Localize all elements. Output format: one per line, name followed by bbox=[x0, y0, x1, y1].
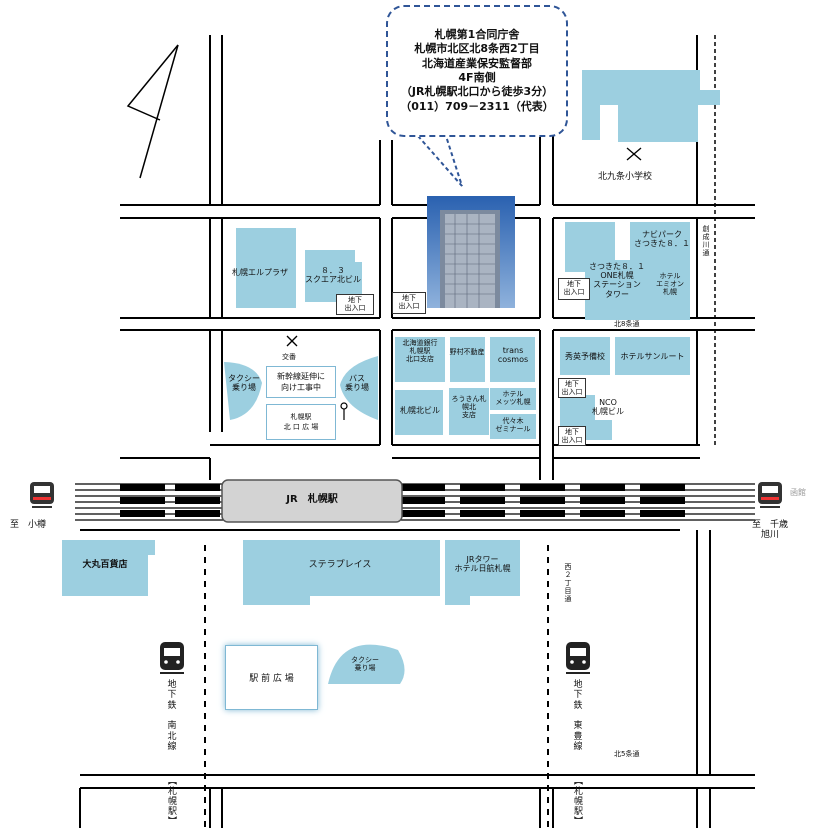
label-hotel-mets: ホテル メッツ札幌 bbox=[495, 390, 531, 407]
label-rokin: ろうきん札 幌北 支店 bbox=[451, 395, 487, 420]
label-daimaru: 大丸百貨店 bbox=[82, 560, 128, 570]
label-taxi-north: タクシー 乗り場 bbox=[228, 374, 260, 393]
jr-tracks bbox=[75, 483, 755, 521]
label-square: ８．３ スクエア北ビル bbox=[305, 266, 361, 285]
label-kitaguchi: 札幌駅 北 口 広 場 bbox=[266, 404, 336, 440]
label-kita-bldg: 札幌北ビル bbox=[400, 406, 440, 415]
police-box-icon bbox=[286, 335, 298, 347]
street-sosei: 創 成 川 通 bbox=[702, 225, 710, 258]
label-trans: trans cosmos bbox=[497, 346, 529, 365]
label-shuei: 秀英予備校 bbox=[565, 352, 605, 361]
label-stellar: ステラプレイス bbox=[308, 560, 372, 570]
callout-line-access: （JR札幌駅北口から徒歩3分） bbox=[400, 85, 554, 99]
underground-exit: 地下 出入口 bbox=[558, 278, 590, 300]
jr-sapporo-station bbox=[221, 479, 403, 523]
godo-chosha-building bbox=[427, 196, 515, 308]
label-ekimae: 駅 前 広 場 bbox=[225, 645, 318, 710]
underground-exit: 地下 出入口 bbox=[392, 292, 426, 314]
label-jr-tower: JRタワー ホテル日航札幌 bbox=[454, 555, 511, 574]
label-subway-station-right: 【札幌駅】 bbox=[572, 776, 582, 826]
street-kita8: 北8条通 bbox=[614, 320, 640, 328]
callout-line-building: 札幌第1合同庁舎 bbox=[434, 28, 520, 42]
underground-exit: 地下 出入口 bbox=[558, 426, 586, 446]
label-subway-station-left: 【札幌駅】 bbox=[166, 776, 176, 826]
label-elplaza: 札幌エルプラザ bbox=[232, 268, 288, 277]
road-network bbox=[79, 35, 755, 828]
underground-exit: 地下 出入口 bbox=[558, 378, 586, 398]
callout-line-floor: 4F南側 bbox=[458, 71, 496, 84]
direction-otaru: 至 小樽 bbox=[10, 520, 47, 530]
train-icon-right bbox=[758, 482, 782, 508]
buildings bbox=[62, 70, 720, 684]
direction-hakodate: 函館 bbox=[790, 488, 806, 497]
label-sunroute: ホテルサンルート bbox=[620, 352, 685, 361]
label-nco: NCO 札幌ビル bbox=[592, 398, 624, 417]
subway-train-icon-right bbox=[566, 642, 590, 674]
label-jr-station: JR 札幌駅 bbox=[286, 494, 338, 505]
callout-pointer bbox=[417, 135, 463, 187]
label-one-sapporo: さつきた８．１ ONE札幌 ステーション タワー bbox=[589, 262, 645, 299]
train-icon-left bbox=[30, 482, 54, 508]
label-shinkansen: 新幹線延伸に 向け工事中 bbox=[266, 366, 336, 398]
label-nomura: 野村不動産 bbox=[449, 348, 485, 356]
callout-line-office: 北海道産業保安監督部 bbox=[422, 56, 532, 70]
underground-exit: 地下 出入口 bbox=[336, 294, 374, 315]
label-koban: 交番 bbox=[282, 353, 296, 361]
label-school: 北九条小学校 bbox=[598, 172, 653, 182]
label-hotel-emion: ホテル エミオン 札幌 bbox=[656, 272, 684, 297]
label-navipark: ナビパーク さつきた８．１ bbox=[634, 230, 690, 249]
callout-line-address: 札幌市北区北8条西2丁目 bbox=[414, 42, 540, 56]
label-nanboku-line: 地 下 鉄 南 北 線 bbox=[167, 680, 177, 753]
label-toho-line: 地 下 鉄 東 豊 線 bbox=[573, 680, 583, 753]
street-nishi2: 西 ２ 丁 目 通 bbox=[564, 563, 572, 604]
callout-line-phone: （011）709－2311（代表） bbox=[400, 99, 554, 113]
school-icon bbox=[626, 147, 642, 161]
address-callout: 札幌第1合同庁舎 札幌市北区北8条西2丁目 北海道産業保安監督部 4F南側 （J… bbox=[386, 5, 568, 137]
street-kita5: 北5条通 bbox=[614, 750, 640, 758]
label-doginko: 北海道銀行 札幌駅 北口支店 bbox=[402, 339, 438, 364]
label-bus: バス 乗り場 bbox=[345, 374, 369, 393]
bus-stop-icon bbox=[340, 402, 348, 420]
label-yoyogi: 代々木 ゼミナール bbox=[495, 417, 531, 434]
subway-train-icon-left bbox=[160, 642, 184, 674]
north-arrow-icon bbox=[126, 44, 179, 179]
direction-chitose: 至 千歳 旭川 bbox=[751, 520, 788, 541]
label-taxi-south: タクシー 乗り場 bbox=[351, 656, 379, 673]
